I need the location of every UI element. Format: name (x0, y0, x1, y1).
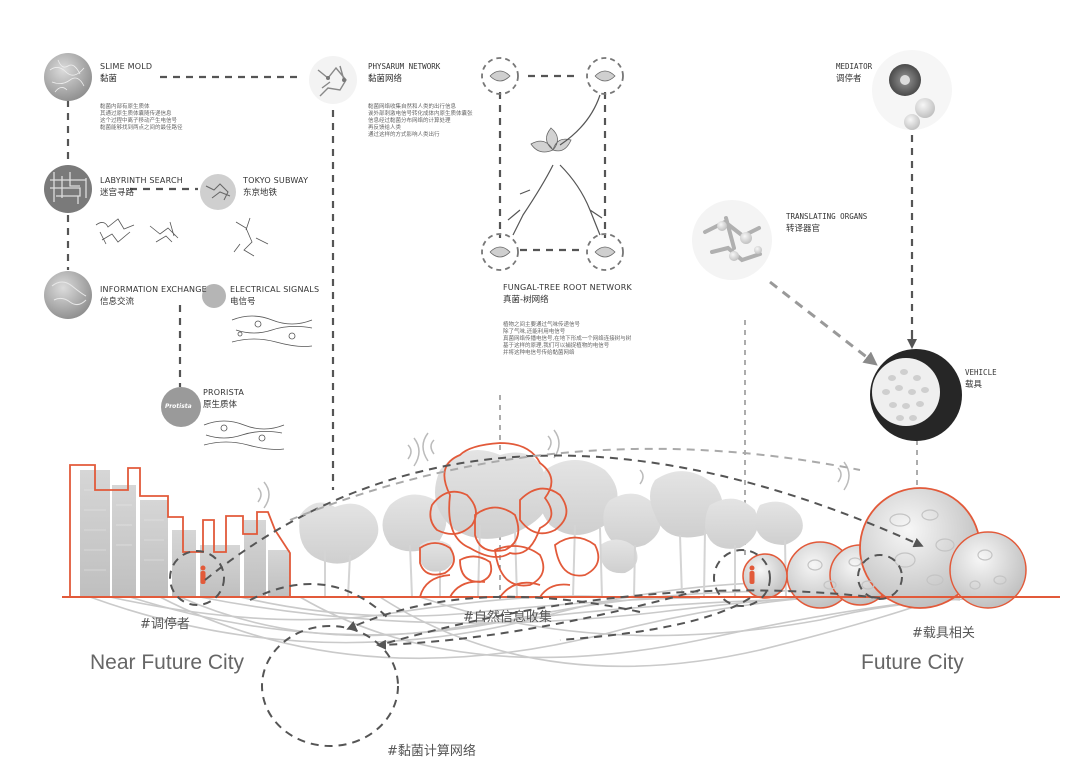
tree-canopies (299, 450, 803, 574)
electrical-subtitle: 电信号 (230, 297, 256, 307)
information-exchange-image (44, 271, 92, 319)
mediator-title: MEDIATOR (836, 62, 873, 71)
slime-mold-subtitle: 黏菌 (100, 74, 118, 84)
signal-waves (257, 429, 850, 509)
human-figures (200, 565, 755, 584)
future-city-orbs (742, 487, 1027, 609)
labyrinth-subtitle: 迷宫寻路 (100, 188, 135, 198)
forest-outline (419, 442, 600, 598)
upper-connectors (66, 74, 914, 490)
info-exchange-subtitle: 信息交流 (100, 297, 135, 307)
prorista-title: PRORISTA (203, 388, 245, 397)
fungal-tree-sketch (481, 57, 624, 271)
desc-line: 通过这样的方式影响人类出行 (368, 132, 440, 138)
electrical-title: ELECTRICAL SIGNALS (230, 285, 320, 294)
fungal-title: FUNGAL-TREE ROOT NETWORK (503, 283, 632, 292)
vehicle-subtitle: 载具 (965, 380, 983, 390)
future-city-label: Future City (861, 651, 964, 674)
desc-line: 基于这样的原理,我们可以捕捉植物的电信号 (503, 343, 610, 349)
desc-line: 黏菌能够找到两点之间的最佳路径 (100, 125, 183, 131)
tokyo-subway-image (200, 174, 236, 210)
arrow-translating-to-vehicle (769, 280, 878, 366)
desc-line: 黏菌网络收集自然和人类的出行信息 (368, 104, 457, 110)
desc-line: 再反馈给人类 (368, 125, 402, 131)
electrical-signals-image (202, 284, 226, 308)
flow-rings (169, 549, 903, 747)
slime-mold-image (44, 53, 92, 101)
translating-subtitle: 转译器官 (786, 224, 821, 234)
mediator-subtitle: 调停者 (836, 74, 862, 84)
translating-organs-image (692, 200, 772, 280)
translating-title: TRANSLATING ORGANS (786, 212, 868, 221)
physarum-network-image (309, 56, 357, 104)
desc-line: 并将这种电信号传给黏菌网络 (503, 350, 575, 356)
tag-nature-info: #自然信息收集 (463, 610, 552, 625)
near-city-outline (69, 464, 291, 597)
tag-vehicle: #载具相关 (912, 626, 975, 641)
fungal-description: 植物之间主要通过气味传递信号 除了气味,还能利用电信号 真菌网络传播电信号,在地… (503, 322, 631, 357)
tag-slime-network: #黏菌计算网络 (387, 744, 476, 759)
tokyo-title: TOKYO SUBWAY (243, 176, 309, 185)
prorista-badge: Protista (165, 403, 192, 410)
physarum-description: 黏菌网络收集自然和人类的出行信息 诶外部刺激电信号转化成体内原生质体囊张 信息经… (368, 104, 473, 139)
labyrinth-title: LABYRINTH SEARCH (100, 176, 183, 185)
desc-line: 真菌网络传播电信号,在地下形成一个网络连接树与树 (503, 336, 632, 342)
desc-line: 这个过程中离子移动产生电信号 (100, 118, 178, 124)
tree-trunks (324, 524, 787, 598)
desc-line: 信息经过黏菌分布网络的计算处理 (368, 118, 451, 124)
network-sketches (95, 217, 313, 450)
near-future-city-label: Near Future City (90, 651, 245, 674)
prorista-image (161, 387, 201, 427)
slime-mold-title: SLIME MOLD (100, 62, 153, 71)
fungal-subtitle: 真菌-树网络 (503, 295, 549, 305)
mediator-image (872, 50, 952, 130)
slime-mold-description: 黏菌内部有原生质体 其通过原生质体囊随传递信息 这个过程中离子移动产生电信号 黏… (100, 104, 183, 132)
labyrinth-search-image (44, 165, 92, 213)
desc-line: 除了气味,还能利用电信号 (503, 329, 566, 335)
vehicle-image (870, 349, 962, 441)
desc-line: 诶外部刺激电信号转化成体内原生质体囊张 (368, 111, 473, 117)
desc-line: 植物之间主要通过气味传递信号 (503, 322, 581, 328)
info-exchange-title: INFORMATION EXCHANGE (100, 285, 207, 294)
near-city-buildings (80, 470, 290, 597)
vehicle-title: VEHICLE (965, 368, 997, 377)
tokyo-subtitle: 东京地铁 (243, 188, 278, 198)
prorista-subtitle: 原生质体 (203, 400, 238, 410)
flow-arrows (204, 447, 924, 650)
tag-mediator: #调停者 (140, 617, 190, 632)
physarum-subtitle: 黏菌网络 (368, 74, 403, 84)
desc-line: 黏菌内部有原生质体 (100, 104, 150, 110)
physarum-title: PHYSARUM NETWORK (368, 62, 441, 71)
desc-line: 其通过原生质体囊随传递信息 (100, 111, 172, 117)
